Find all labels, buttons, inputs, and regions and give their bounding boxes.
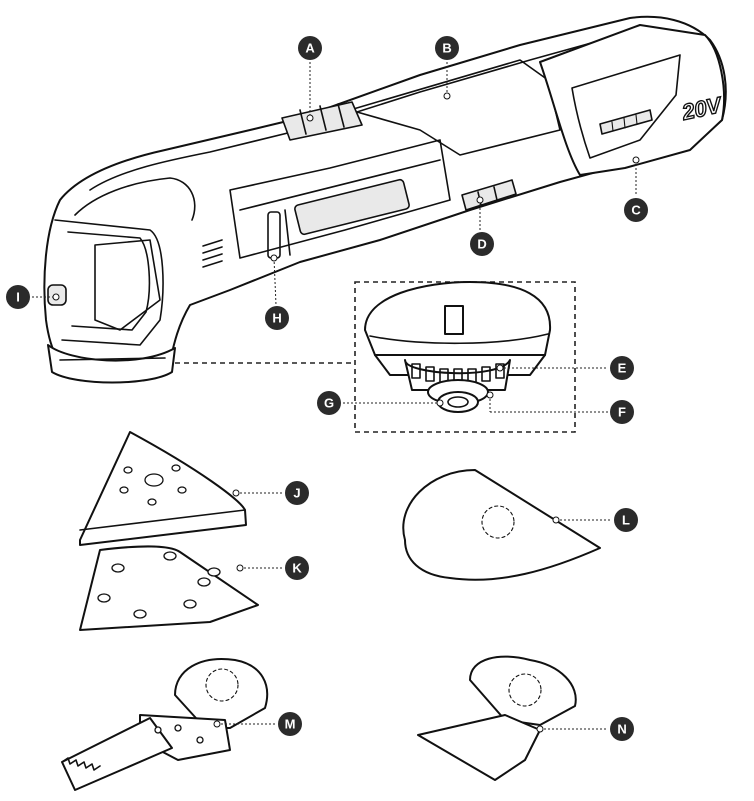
callout-e: E (610, 356, 634, 380)
speed-dial (281, 101, 363, 141)
callout-i-label: I (16, 290, 20, 305)
callout-a: A (298, 36, 322, 60)
callout-f: F (610, 400, 634, 424)
callout-k-label: K (292, 561, 302, 576)
callout-a-label: A (305, 41, 315, 56)
callout-h: H (265, 306, 289, 330)
sanding-sheet (79, 545, 259, 631)
callout-c-label: C (631, 203, 641, 218)
anchor-dots (52, 92, 640, 733)
plunge-cut-blade (61, 658, 269, 791)
callout-e-label: E (618, 361, 627, 376)
vents (202, 239, 223, 268)
callout-i: I (6, 285, 30, 309)
callout-d: D (470, 232, 494, 256)
segment-saw-blade (402, 469, 601, 581)
callout-j-label: J (293, 486, 300, 501)
callout-b: B (435, 36, 459, 60)
leader-lines (32, 62, 637, 730)
callout-l-label: L (622, 513, 630, 528)
callout-b-label: B (442, 41, 451, 56)
callout-l: L (614, 508, 638, 532)
callout-j: J (285, 481, 309, 505)
callout-n: N (610, 717, 634, 741)
callout-m-label: M (285, 717, 296, 732)
sanding-pad (79, 431, 247, 546)
callout-h-label: H (272, 311, 281, 326)
callout-f-label: F (618, 405, 626, 420)
callout-m: M (278, 712, 302, 736)
flush-cut-blade (417, 655, 577, 781)
accessory-clamp-detail (364, 281, 552, 413)
callout-k: K (285, 556, 309, 580)
callout-d-label: D (477, 237, 486, 252)
callout-g: G (317, 391, 341, 415)
callout-n-label: N (617, 722, 626, 737)
callout-g-label: G (324, 396, 334, 411)
callout-c: C (624, 198, 648, 222)
battery-pack: 20V (539, 24, 726, 176)
